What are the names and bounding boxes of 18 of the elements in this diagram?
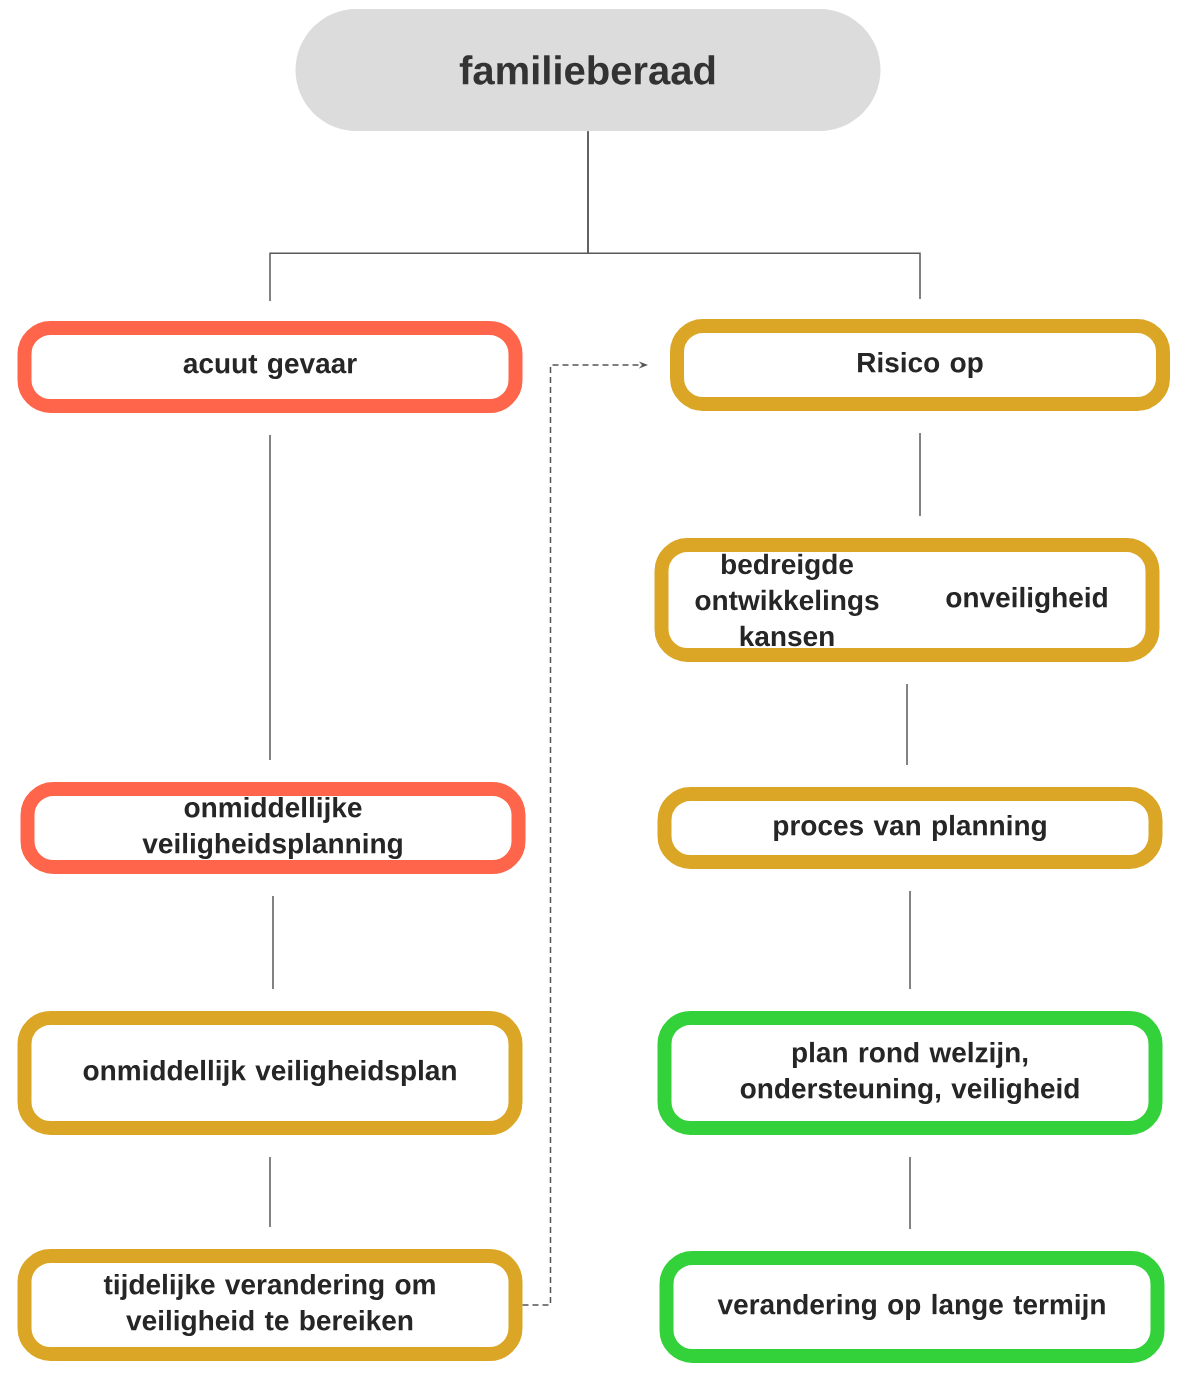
process-box: acuut gevaar — [17, 321, 523, 413]
process-box: Risico op — [670, 319, 1170, 411]
process-box: tijdelijke verandering om veiligheid te bereiken — [17, 1249, 523, 1361]
process-box: proces van planning — [657, 787, 1163, 869]
process-box: onmiddellijk veiligheidsplan — [17, 1011, 523, 1135]
connector-line — [909, 890, 911, 990]
connector-line — [909, 1156, 911, 1230]
process-box: bedreigde ontwikkelings kansen onveiligheid — [654, 538, 1160, 662]
connector-line — [587, 130, 921, 300]
title-pill: familieberaad — [295, 9, 881, 131]
connector-line — [906, 683, 908, 766]
process-box: verandering op lange termijn — [659, 1251, 1165, 1363]
process-box: onmiddellijke veiligheidsplanning — [20, 782, 526, 874]
connector-line — [269, 1156, 271, 1228]
connector-line — [919, 432, 921, 517]
connector-line — [272, 895, 274, 990]
process-box: plan rond welzijn, ondersteuning, veiligheid — [657, 1011, 1163, 1135]
connector-line — [269, 434, 271, 761]
